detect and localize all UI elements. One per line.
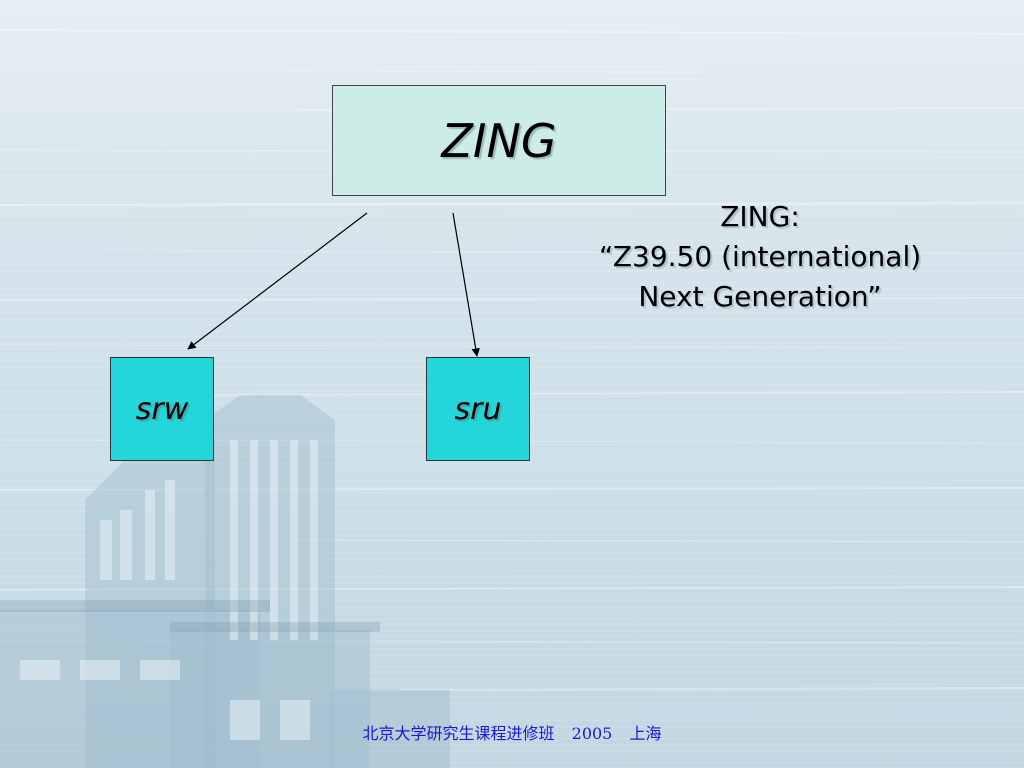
- sru-node: sru: [426, 357, 530, 461]
- zing-node: ZING: [332, 85, 666, 196]
- slide-footer: 北京大学研究生课程进修班 2005 上海: [0, 720, 1024, 744]
- zing-node-label: ZING: [441, 113, 557, 168]
- sru-node-label: sru: [454, 391, 502, 427]
- srw-node: srw: [110, 357, 214, 461]
- edge-zing-srw: [187, 212, 368, 350]
- footer-city: 上海: [629, 724, 662, 743]
- note-line-3: Next Generation”: [638, 280, 882, 313]
- footer-year: 2005: [571, 724, 613, 743]
- zing-definition-note: ZING: “Z39.50 (international) Next Gener…: [560, 197, 960, 317]
- note-line-2: “Z39.50 (international): [598, 240, 922, 273]
- edge-zing-sru: [452, 212, 480, 357]
- srw-node-label: srw: [135, 391, 189, 427]
- footer-organization: 北京大学研究生课程进修班: [362, 724, 555, 743]
- note-line-1: ZING:: [720, 200, 800, 233]
